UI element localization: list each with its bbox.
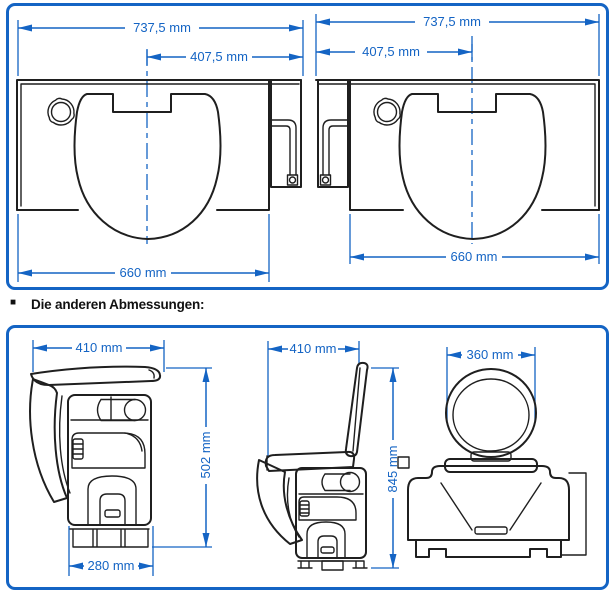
base-legs bbox=[297, 560, 368, 569]
water-fill-pipe bbox=[270, 119, 297, 176]
water-fill-pipe bbox=[322, 119, 349, 176]
cassette-housing bbox=[67, 394, 152, 526]
waste-tank bbox=[71, 432, 146, 469]
dim-label: 502 mm bbox=[198, 432, 213, 479]
dim-depth-open: 410 mm bbox=[268, 341, 359, 356]
service-duct bbox=[317, 79, 349, 188]
side-view-lid-open: 410 mm 845 mm bbox=[256, 341, 400, 571]
dim-body-width-left: 660 mm bbox=[18, 265, 269, 280]
dim-label: 410 mm bbox=[290, 341, 337, 356]
water-fill-cap bbox=[373, 97, 401, 126]
base-flange bbox=[415, 539, 562, 558]
dim-base-depth: 280 mm bbox=[68, 526, 154, 576]
dim-label: 737,5 mm bbox=[423, 14, 481, 29]
seat-hinge bbox=[470, 451, 512, 462]
toilet-top-view-right: 737,5 mm 407,5 mm 660 mm bbox=[315, 14, 600, 264]
body-front bbox=[407, 465, 570, 541]
other-dimensions-drawing: 410 mm 502 mm 280 mm bbox=[29, 340, 587, 576]
dim-label: 360 mm bbox=[467, 347, 514, 362]
dim-center-to-side-right: 407,5 mm bbox=[316, 44, 473, 60]
lid-open bbox=[344, 361, 369, 458]
pipe-fitting bbox=[319, 174, 332, 186]
dim-label: 737,5 mm bbox=[133, 20, 191, 35]
dim-open-height: 845 mm bbox=[371, 367, 400, 569]
dim-label: 845 mm bbox=[385, 446, 400, 493]
dim-height-closed: 502 mm bbox=[152, 367, 213, 548]
dim-overall-width-right: 737,5 mm bbox=[316, 14, 599, 29]
dim-depth-closed: 410 mm bbox=[33, 340, 164, 355]
flush-knob bbox=[339, 471, 361, 493]
note-row: ■ Die anderen Abmessungen: bbox=[10, 296, 204, 313]
dim-label: 410 mm bbox=[76, 340, 123, 355]
bullet-square-icon: ■ bbox=[10, 297, 17, 308]
seat-bowl-outline bbox=[73, 93, 222, 240]
base bbox=[69, 528, 150, 548]
side-tab bbox=[397, 456, 410, 469]
bottom-panel: 410 mm 502 mm 280 mm bbox=[6, 325, 609, 590]
pipe-fitting bbox=[286, 174, 299, 186]
front-view-lid-open: 360 mm bbox=[397, 347, 587, 558]
height-bracket bbox=[560, 472, 587, 556]
dim-label: 407,5 mm bbox=[362, 44, 420, 59]
dim-center-to-side-left: 407,5 mm bbox=[146, 49, 303, 65]
service-duct bbox=[270, 79, 302, 188]
dim-lid-width: 360 mm bbox=[447, 347, 535, 362]
top-views-drawing: 737,5 mm 407,5 mm 660 mm bbox=[16, 14, 600, 282]
lid-closed bbox=[30, 365, 162, 386]
side-view-lid-closed: 410 mm 502 mm 280 mm bbox=[29, 340, 213, 576]
cassette-housing bbox=[295, 467, 367, 559]
dim-label: 660 mm bbox=[451, 249, 498, 264]
lid-front-cover bbox=[29, 378, 68, 503]
note-text: Die anderen Abmessungen: bbox=[31, 297, 205, 312]
dim-label: 660 mm bbox=[120, 265, 167, 280]
dim-label: 280 mm bbox=[88, 558, 135, 573]
flush-knob bbox=[123, 398, 147, 422]
top-panel: 737,5 mm 407,5 mm 660 mm bbox=[6, 3, 609, 290]
water-fill-cap bbox=[47, 97, 75, 126]
dim-overall-width-left: 737,5 mm bbox=[18, 20, 303, 35]
lid-open-front bbox=[445, 368, 537, 458]
toilet-top-view-left: 737,5 mm 407,5 mm 660 mm bbox=[16, 20, 304, 282]
waste-tank bbox=[298, 496, 357, 521]
seat-bowl-outline bbox=[398, 93, 547, 240]
dim-label: 407,5 mm bbox=[190, 49, 248, 64]
dim-body-width-right: 660 mm bbox=[350, 249, 599, 264]
